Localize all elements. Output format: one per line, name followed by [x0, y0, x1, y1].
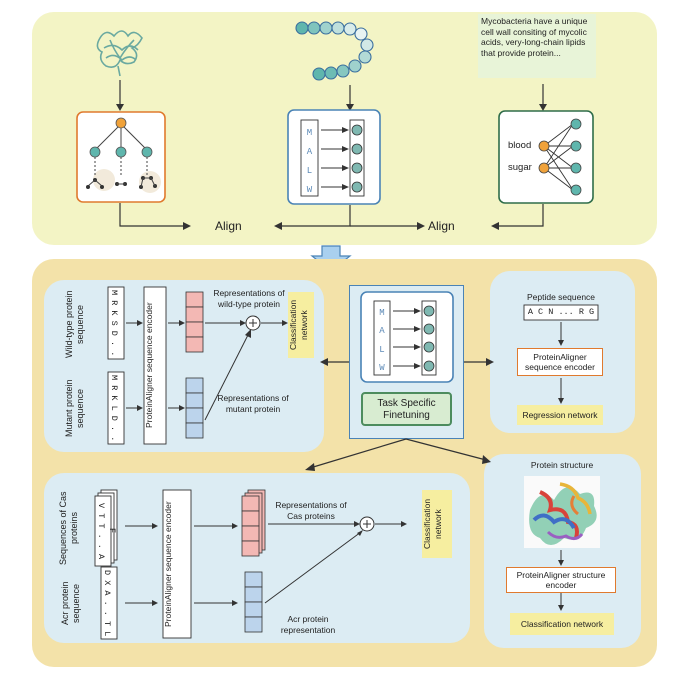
align-label-right: Align — [428, 219, 455, 233]
acr-seq: D X A . . T L — [102, 569, 112, 637]
seq-letter: L — [379, 344, 385, 355]
seq-letter: A — [306, 147, 313, 157]
cas-encoder-label: ProteinAligner sequence encoder — [163, 501, 173, 627]
top-arrowheads — [116, 104, 547, 111]
cas-label: Sequences of Cas proteins — [58, 491, 79, 565]
encoder-box — [143, 286, 167, 445]
cas-encoder-box — [162, 489, 192, 639]
node-label-blood: blood — [508, 140, 532, 151]
peptide-seq: A C N ... R G — [527, 307, 595, 317]
mutant-seq: M R K L D . . — [109, 374, 119, 442]
align-arrows — [119, 203, 544, 227]
wild-seq: M R K S D . . — [109, 289, 119, 357]
seq-letter: A — [379, 326, 385, 337]
encoder-label: ProteinAligner sequence encoder — [144, 302, 154, 429]
seq-letter: L — [306, 166, 313, 176]
sequence-arrows — [321, 129, 343, 188]
sequence-letters: M A L W — [302, 124, 317, 200]
seq-letter: W — [306, 185, 313, 195]
center-sequence-letters: M A L W — [374, 304, 390, 377]
seq-letter: M — [306, 128, 313, 138]
structure-graph-icon — [86, 117, 161, 193]
cas-seq-box — [94, 495, 112, 567]
task-mutation-panel — [44, 280, 324, 452]
structure-encoder-box: ProteinAligner structure encoder — [506, 567, 616, 593]
top-down-arrows — [119, 80, 544, 106]
seq-letter: W — [379, 362, 385, 373]
classification-box-3: Classification network — [510, 613, 614, 635]
acr-repr-label: Acr protein representation — [280, 614, 336, 635]
sequence-letter-column — [300, 119, 319, 197]
structure-title: Protein structure — [530, 460, 594, 470]
wild-embedding — [185, 291, 204, 353]
acr-embedding — [244, 571, 263, 633]
mutant-seq-box — [107, 371, 125, 445]
mutant-embedding — [185, 377, 204, 439]
embedding-column — [349, 119, 365, 197]
wild-repr-label: Representations of wild-type protein — [213, 288, 285, 309]
cas-repr-label: Representations of Cas proteins — [275, 500, 347, 521]
peptide-title: Peptide sequence — [526, 292, 596, 302]
peptide-encoder-box: ProteinAligner sequence encoder — [517, 348, 603, 376]
wild-seq-box — [107, 286, 125, 360]
mutant-repr-label: Representations of mutant protein — [217, 393, 289, 414]
protein-ribbon-icon — [524, 476, 600, 548]
regression-box: Regression network — [517, 405, 603, 425]
acr-seq-box — [100, 566, 118, 640]
classifier-box-1: Classification network — [288, 292, 314, 358]
align-label-left: Align — [215, 219, 242, 233]
finetune-label: Task Specific Finetuning — [361, 392, 452, 426]
text-snippet: Mycobacteria have a unique cell wall con… — [478, 14, 596, 78]
seq-letter: M — [379, 308, 385, 318]
mutant-label: Mutant protein sequence — [64, 379, 85, 437]
center-connectors — [309, 361, 488, 469]
sequence-bead-chain-icon — [295, 21, 374, 81]
text-graph-box — [498, 110, 594, 204]
peptide-seq-box — [523, 304, 599, 321]
node-label-sugar: sugar — [508, 162, 532, 173]
cas-seq: V T T . . A F — [96, 502, 117, 560]
cas-embedding — [241, 489, 266, 557]
text-graph-edges — [543, 123, 574, 191]
wild-type-label: Wild-type protein sequence — [64, 290, 85, 358]
classifier-box-2: Classification network — [422, 490, 452, 558]
acr-label: Acr protein sequence — [60, 581, 81, 625]
protein-tangle-icon — [96, 30, 143, 77]
